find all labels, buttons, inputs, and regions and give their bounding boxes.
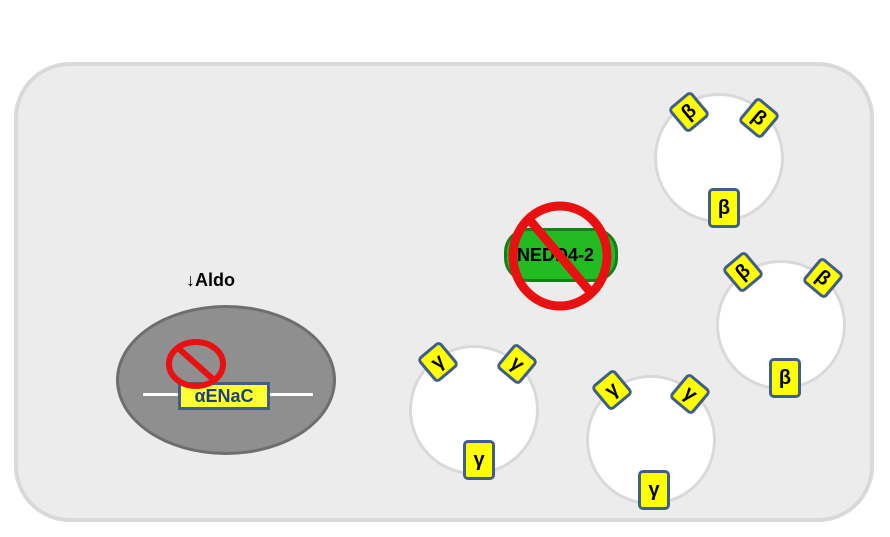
beta-subunit: β bbox=[769, 358, 801, 398]
prohibition-icon bbox=[164, 338, 228, 390]
gamma-subunit: γ bbox=[638, 470, 670, 510]
beta-subunit: β bbox=[708, 188, 740, 228]
gamma-subunit: γ bbox=[463, 440, 495, 480]
prohibition-icon bbox=[504, 198, 616, 314]
aldosterone-decrease-label: ↓Aldo bbox=[186, 270, 235, 291]
